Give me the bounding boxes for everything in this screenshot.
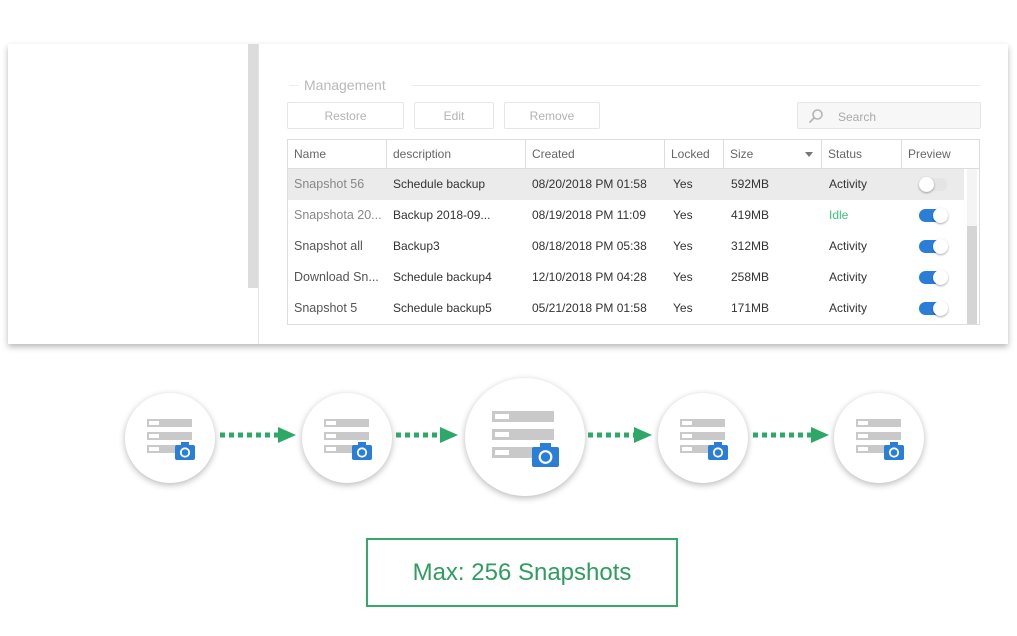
cell-name: Snapshot 5 bbox=[294, 301, 358, 315]
dotted-arrow-icon bbox=[220, 427, 296, 443]
snapshot-manager-window: Management Restore Edit Remove Name desc… bbox=[8, 44, 1008, 344]
cell-status: Activity bbox=[829, 301, 868, 315]
column-header-status[interactable]: Status bbox=[822, 140, 902, 168]
restore-button[interactable]: Restore bbox=[287, 102, 404, 129]
snapshot-table: Name description Created Locked Size Sta… bbox=[287, 139, 980, 325]
toggle-knob bbox=[933, 239, 948, 254]
search-icon bbox=[809, 109, 823, 123]
cell-description: Schedule backup4 bbox=[393, 270, 492, 284]
cell-locked: Yes bbox=[673, 177, 693, 191]
column-header-size[interactable]: Size bbox=[724, 140, 822, 168]
column-header-size-label: Size bbox=[730, 147, 754, 161]
snapshot-node bbox=[302, 393, 392, 483]
table-row[interactable]: Snapshot 5 Schedule backup5 05/21/2018 P… bbox=[288, 293, 964, 324]
cell-created: 08/18/2018 PM 05:38 bbox=[532, 239, 647, 253]
cell-created: 12/10/2018 PM 04:28 bbox=[532, 270, 647, 284]
cell-locked: Yes bbox=[673, 270, 693, 284]
cell-created: 08/20/2018 PM 01:58 bbox=[532, 177, 647, 191]
snapshot-node bbox=[125, 393, 215, 483]
cell-size: 592MB bbox=[731, 177, 770, 191]
snapshot-node bbox=[834, 393, 924, 483]
cell-status: Idle bbox=[829, 208, 849, 222]
cell-name: Snapshot all bbox=[294, 239, 363, 253]
section-divider-left bbox=[289, 85, 299, 86]
max-snapshots-label: Max: 256 Snapshots bbox=[366, 538, 678, 607]
table-row[interactable]: Snapshota 20... Backup 2018-09... 08/19/… bbox=[288, 200, 964, 231]
preview-toggle[interactable] bbox=[919, 177, 947, 192]
cell-status: Activity bbox=[829, 239, 868, 253]
search-box[interactable] bbox=[797, 102, 981, 129]
cell-size: 419MB bbox=[731, 208, 770, 222]
snapshot-node-current bbox=[465, 378, 585, 496]
edit-button[interactable]: Edit bbox=[414, 102, 494, 129]
cell-created: 08/19/2018 PM 11:09 bbox=[532, 208, 646, 222]
panel-divider bbox=[258, 44, 259, 344]
cell-created: 05/21/2018 PM 01:58 bbox=[532, 301, 647, 315]
dotted-arrow-icon bbox=[588, 427, 652, 443]
server-camera-icon bbox=[856, 419, 904, 460]
cell-name: Snapshota 20... bbox=[294, 208, 382, 222]
cell-locked: Yes bbox=[673, 301, 693, 315]
table-row[interactable]: Snapshot 56 Schedule backup 08/20/2018 P… bbox=[288, 169, 964, 200]
preview-toggle[interactable] bbox=[919, 208, 948, 223]
cell-description: Schedule backup bbox=[393, 177, 486, 191]
table-row[interactable]: Snapshot all Backup3 08/18/2018 PM 05:38… bbox=[288, 231, 964, 262]
section-divider bbox=[412, 85, 980, 86]
table-scrollbar[interactable] bbox=[967, 169, 977, 324]
section-title: Management bbox=[304, 77, 386, 93]
table-row[interactable]: Download Sn... Schedule backup4 12/10/20… bbox=[288, 262, 964, 293]
dotted-arrow-icon bbox=[753, 427, 829, 443]
preview-toggle[interactable] bbox=[919, 270, 948, 285]
snapshot-node bbox=[658, 393, 748, 483]
column-header-created[interactable]: Created bbox=[526, 140, 665, 168]
dotted-arrow-icon bbox=[396, 427, 458, 443]
toggle-knob bbox=[933, 208, 948, 223]
preview-toggle[interactable] bbox=[919, 239, 948, 254]
cell-size: 171MB bbox=[731, 301, 770, 315]
remove-button[interactable]: Remove bbox=[504, 102, 600, 129]
column-header-name[interactable]: Name bbox=[288, 140, 387, 168]
table-scrollbar-thumb[interactable] bbox=[967, 226, 977, 324]
cell-description: Schedule backup5 bbox=[393, 301, 492, 315]
cell-locked: Yes bbox=[673, 208, 693, 222]
cell-description: Backup 2018-09... bbox=[393, 208, 491, 222]
cell-status: Activity bbox=[829, 177, 868, 191]
cell-locked: Yes bbox=[673, 239, 693, 253]
sort-descending-icon bbox=[805, 152, 813, 157]
toggle-knob bbox=[933, 301, 948, 316]
cell-name: Download Sn... bbox=[294, 270, 379, 284]
cell-description: Backup3 bbox=[393, 239, 440, 253]
server-camera-icon bbox=[680, 419, 728, 460]
cell-name: Snapshot 56 bbox=[294, 177, 365, 191]
column-header-description[interactable]: description bbox=[387, 140, 526, 168]
toggle-knob bbox=[933, 270, 948, 285]
cell-status: Activity bbox=[829, 270, 868, 284]
preview-toggle[interactable] bbox=[919, 301, 948, 316]
table-header: Name description Created Locked Size Sta… bbox=[288, 140, 979, 169]
left-panel bbox=[8, 44, 248, 344]
column-header-locked[interactable]: Locked bbox=[665, 140, 724, 168]
server-camera-icon bbox=[324, 419, 372, 460]
server-camera-icon bbox=[147, 419, 195, 460]
cell-size: 258MB bbox=[731, 270, 770, 284]
server-camera-icon bbox=[492, 411, 559, 467]
left-panel-scrollbar[interactable] bbox=[248, 44, 258, 288]
cell-size: 312MB bbox=[731, 239, 770, 253]
search-input[interactable] bbox=[836, 107, 970, 127]
toggle-knob bbox=[919, 177, 934, 192]
column-header-preview[interactable]: Preview bbox=[908, 147, 951, 161]
